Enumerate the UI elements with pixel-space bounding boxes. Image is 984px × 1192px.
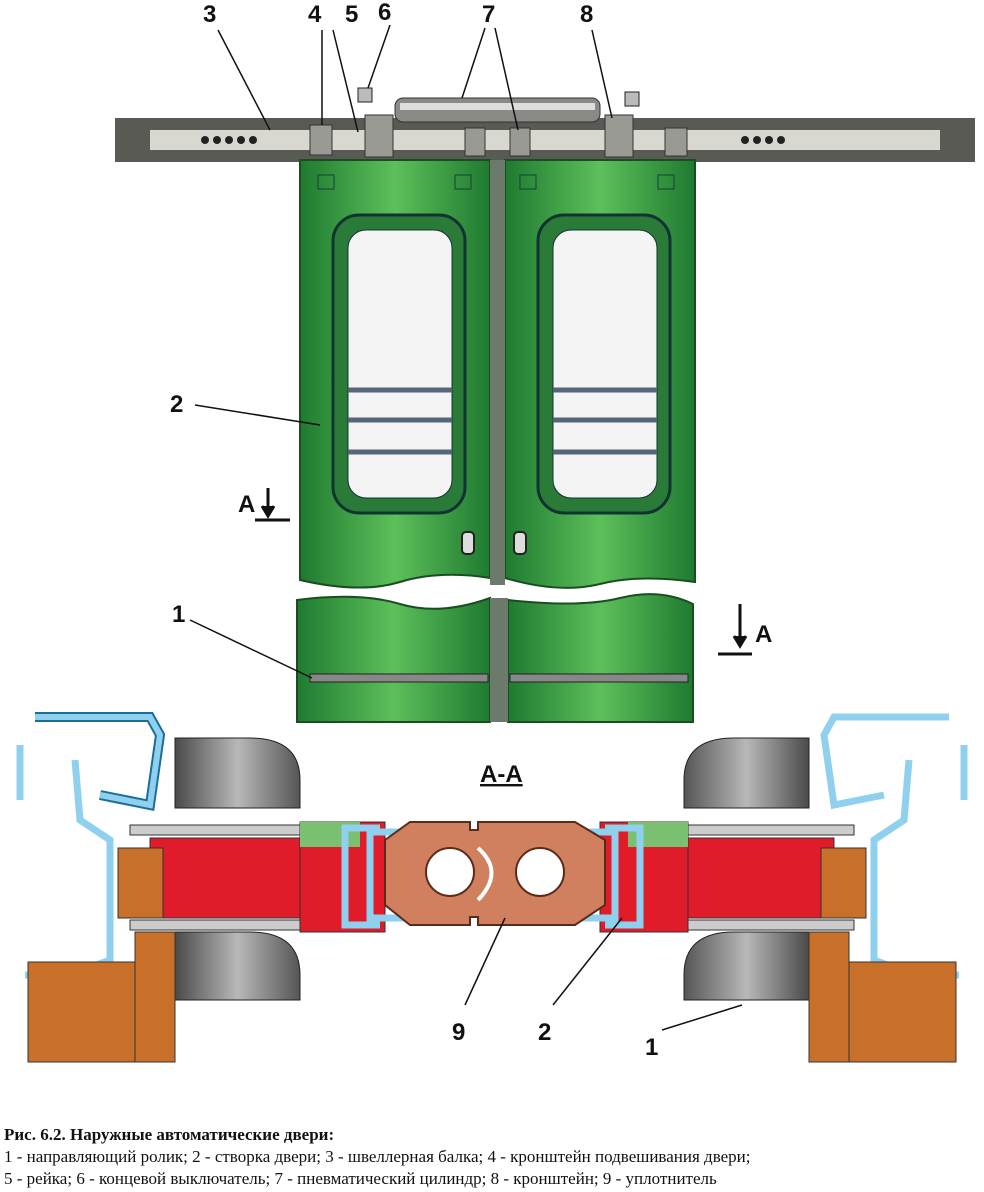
caption-legend-line-1: 1 - направляющий ролик; 2 - створка двер… bbox=[4, 1147, 751, 1166]
callout-2-bottom: 2 bbox=[538, 1019, 551, 1046]
callout-8: 8 bbox=[580, 1, 593, 28]
limit-switches bbox=[357, 87, 640, 107]
callout-2-top: 2 bbox=[170, 391, 183, 418]
callout-1-top: 1 bbox=[172, 601, 185, 628]
section-title: A-A bbox=[480, 761, 523, 788]
section-label-a-right: A bbox=[755, 621, 772, 648]
seal bbox=[384, 821, 606, 926]
callout-3: 3 bbox=[203, 1, 216, 28]
callout-9: 9 bbox=[452, 1019, 465, 1046]
callout-7: 7 bbox=[482, 1, 495, 28]
section-label-a-left: A bbox=[238, 491, 255, 518]
channel-beam bbox=[115, 118, 975, 162]
section-mark-left bbox=[255, 488, 290, 522]
door-leaf-left bbox=[299, 159, 491, 589]
section-aa-left bbox=[16, 712, 301, 1063]
leader-lines bbox=[189, 24, 743, 1031]
section-mark-right bbox=[718, 604, 752, 656]
caption-legend-line-2: 5 - рейка; 6 - концевой выключатель; 7 -… bbox=[4, 1169, 717, 1188]
door-brackets bbox=[309, 114, 688, 158]
section-aa-right bbox=[683, 713, 968, 1063]
door-leaf-right bbox=[504, 159, 696, 589]
callout-5: 5 bbox=[345, 1, 358, 28]
door-lower-section bbox=[296, 593, 694, 723]
caption-title: Рис. 6.2. Наружные автоматические двери: bbox=[4, 1125, 335, 1144]
pneumatic-cylinder bbox=[394, 97, 601, 123]
callout-6: 6 bbox=[378, 0, 391, 26]
callout-4: 4 bbox=[308, 1, 322, 28]
callout-1-bottom: 1 bbox=[645, 1034, 658, 1061]
door-center-gap bbox=[490, 160, 505, 585]
center-door-panels bbox=[299, 821, 689, 933]
figure-caption: Рис. 6.2. Наружные автоматические двери:… bbox=[4, 1124, 984, 1190]
